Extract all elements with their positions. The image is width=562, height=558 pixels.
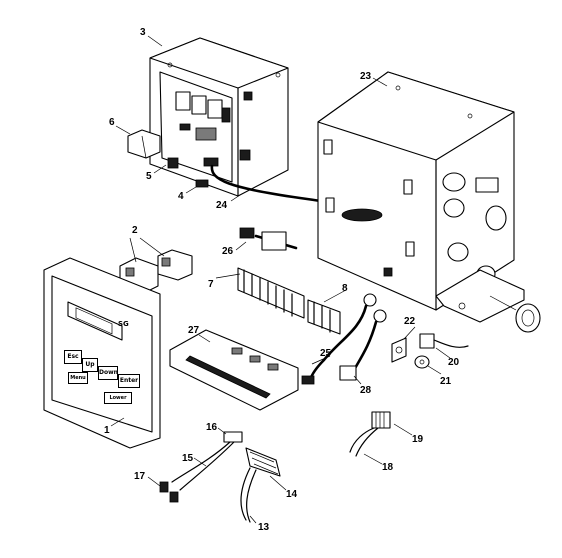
- callout-21: 21: [440, 376, 452, 387]
- callout-3: 3: [140, 27, 146, 38]
- part-19-connector: [371, 411, 391, 429]
- callout-22: 22: [404, 316, 416, 327]
- key-lower: Lower: [104, 392, 132, 404]
- callout-4: 4: [178, 191, 184, 202]
- part-16-connector: [223, 431, 243, 443]
- callout-23: 23: [360, 71, 372, 82]
- part-27-board: [169, 329, 299, 411]
- part-1-front-panel: [43, 257, 161, 449]
- part-22-plate: [391, 337, 407, 363]
- part-13-ribbon-cable: [240, 467, 257, 523]
- part-25-cable: [301, 293, 377, 385]
- part-26-connector: [239, 227, 298, 251]
- callout-6: 6: [109, 117, 115, 128]
- callout-25: 25: [320, 348, 332, 359]
- callout-7: 7: [208, 279, 214, 290]
- part-23-enclosure: [317, 71, 525, 323]
- part-15-cable: [171, 441, 235, 491]
- callout-5: 5: [146, 171, 152, 182]
- part-28-cable: [339, 309, 387, 381]
- part-17-connectors: [159, 481, 179, 503]
- callout-16: 16: [206, 422, 218, 433]
- callout-15: 15: [182, 453, 194, 464]
- callout-2: 2: [132, 225, 138, 236]
- key-menu: Menu: [68, 372, 88, 384]
- part-3-control-box: [149, 37, 289, 197]
- callout-28: 28: [360, 385, 372, 396]
- part-7-terminal-block: [237, 267, 305, 319]
- part-18-cable: [349, 427, 379, 457]
- part-4-connector: [195, 179, 209, 188]
- callout-1: 1: [104, 425, 110, 436]
- callout-labels: 3 23 6 5 4 24 2 26 7 8 27 22 25 20 28 21…: [104, 27, 460, 533]
- callout-18: 18: [382, 462, 394, 473]
- key-down: Down: [98, 366, 118, 380]
- leader-lines: [110, 35, 451, 524]
- key-up: Up: [82, 358, 98, 372]
- callout-24: 24: [216, 200, 228, 211]
- key-esc: Esc: [64, 350, 82, 364]
- part-5-connector: [167, 157, 179, 169]
- keypad-brand: SG: [118, 320, 129, 328]
- part-21-nut: [414, 355, 430, 369]
- part-20-switch: [419, 333, 469, 349]
- callout-19: 19: [412, 434, 424, 445]
- callout-27: 27: [188, 325, 200, 336]
- callout-8: 8: [342, 283, 348, 294]
- part-6-block: [127, 129, 161, 159]
- part-8-terminal-block: [307, 299, 341, 335]
- part-14-ribbon-connector: [245, 447, 281, 477]
- callout-14: 14: [286, 489, 298, 500]
- callout-26: 26: [222, 246, 234, 257]
- cable-gland: [489, 295, 541, 333]
- callout-20: 20: [448, 357, 460, 368]
- key-enter: Enter: [118, 374, 140, 388]
- callout-13: 13: [258, 522, 270, 533]
- callout-17: 17: [134, 471, 146, 482]
